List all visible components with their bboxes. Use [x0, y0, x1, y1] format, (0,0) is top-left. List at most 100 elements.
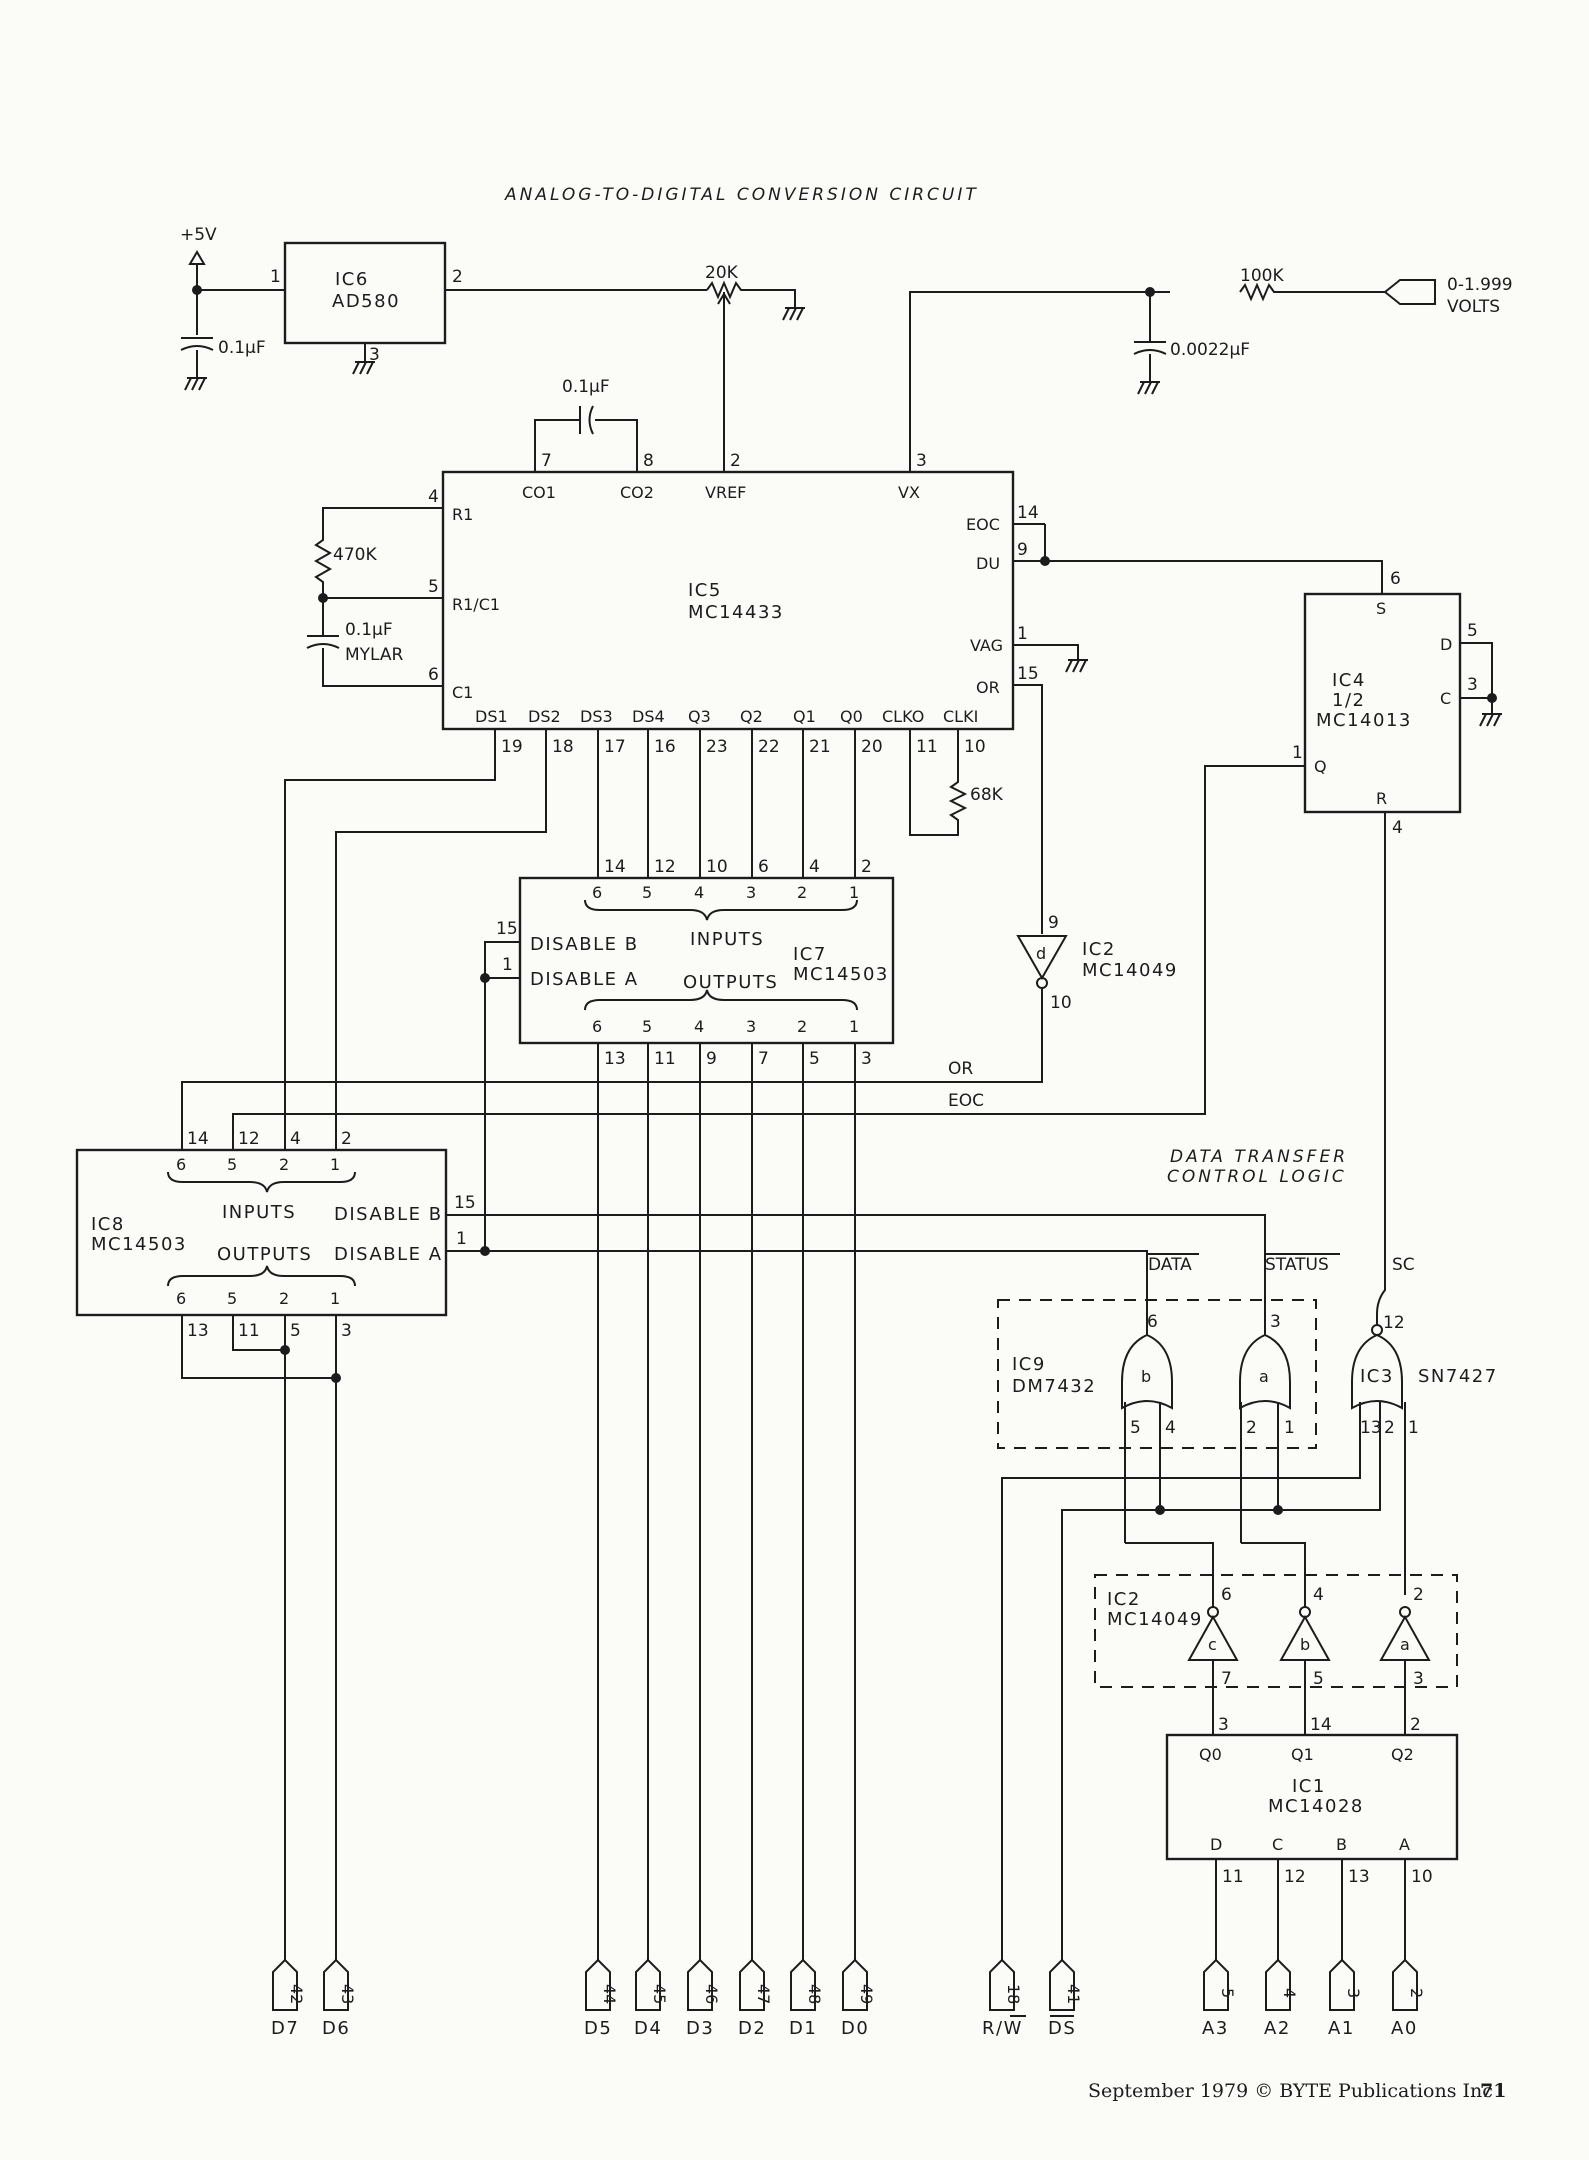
ic5-pin-number: 19 [501, 737, 523, 757]
ic5-top-label: CO1 [522, 483, 556, 502]
resistor-100k [1239, 282, 1385, 302]
ic5-bottom-label: DS2 [528, 707, 561, 726]
ic5-right-label: VAG [970, 636, 1003, 655]
edge-connector-icon [842, 1958, 868, 2011]
ic8-input-number: 5 [227, 1155, 237, 1174]
svg-text:b: b [1141, 1367, 1151, 1386]
svg-text:4: 4 [1392, 818, 1403, 838]
pin-label: 12 [654, 857, 676, 877]
pin-label: 7 [758, 1049, 769, 1069]
ic5-pin-number: 10 [964, 737, 986, 757]
ic5-pin-number: 20 [861, 737, 883, 757]
pin-label: 3 [1218, 1715, 1229, 1735]
svg-text:IC7: IC7 [793, 944, 827, 965]
supply-capacitor [180, 337, 214, 378]
svg-text:DM7432: DM7432 [1012, 1376, 1096, 1397]
ic5-pin-number: 16 [654, 737, 676, 757]
svg-text:MC14028: MC14028 [1268, 1796, 1364, 1817]
ic5-left-label: R1/C1 [452, 595, 500, 614]
resistor-68k [909, 729, 968, 836]
ground-icon [1137, 381, 1160, 395]
svg-text:IC9: IC9 [1012, 1354, 1046, 1375]
svg-text:EOC: EOC [948, 1091, 984, 1111]
pot-20k [445, 280, 796, 308]
svg-text:IC8: IC8 [91, 1214, 125, 1235]
ic7-output-number: 6 [592, 1017, 602, 1036]
svg-text:2: 2 [1384, 1418, 1395, 1438]
pin-label: 3 [861, 1049, 872, 1069]
ic5-pin-number: 6 [428, 665, 439, 685]
ic5-right-label: EOC [966, 515, 1000, 534]
connector-pin: 3 [1344, 1988, 1363, 1998]
svg-text:2: 2 [452, 267, 463, 287]
input-connector-icon [1383, 279, 1436, 305]
pin-label: 2 [1410, 1715, 1421, 1735]
ic5-right-label: DU [976, 554, 1000, 573]
pin-label: 2 [1413, 1585, 1424, 1605]
svg-text:INPUTS: INPUTS [222, 1202, 296, 1223]
connector-pin: 48 [805, 1984, 824, 2004]
ic5-pin-number: 22 [758, 737, 780, 757]
svg-text:MC14049: MC14049 [1082, 960, 1178, 981]
ic5-pin-number: 3 [916, 451, 927, 471]
svg-text:1: 1 [1284, 1418, 1295, 1438]
connector-label: D4 [634, 2018, 662, 2039]
svg-text:15: 15 [454, 1193, 476, 1213]
connector-label: D1 [789, 2018, 817, 2039]
pin-label: 5 [1313, 1669, 1324, 1689]
pin-label: 2 [861, 857, 872, 877]
pin-label: 11 [1222, 1867, 1244, 1887]
ic5-pin-number: 15 [1017, 664, 1039, 684]
svg-text:13: 13 [1360, 1418, 1382, 1438]
edge-connector-icon [585, 1958, 611, 2011]
ic6-part: AD580 [332, 291, 400, 312]
pin-label: 5 [290, 1321, 301, 1341]
ic5-pin-number: 5 [428, 577, 439, 597]
svg-text:SN7427: SN7427 [1418, 1366, 1498, 1387]
svg-text:9: 9 [1048, 913, 1059, 933]
pin-label: 5 [809, 1049, 820, 1069]
ic7-input-number: 5 [642, 883, 652, 902]
ic1-output-label: Q2 [1391, 1745, 1414, 1764]
svg-text:1: 1 [1408, 1418, 1419, 1438]
ic5-right-label: OR [976, 678, 1000, 697]
ic5-box [441, 470, 1015, 731]
svg-text:3: 3 [369, 345, 380, 365]
inputs-brace [167, 1171, 356, 1193]
pin-label: 6 [1390, 569, 1401, 589]
svg-text:MC14049: MC14049 [1107, 1609, 1203, 1630]
ic5-pin-number: 2 [730, 451, 741, 471]
connector-label: D2 [738, 2018, 766, 2039]
ic8-output-number: 2 [279, 1289, 289, 1308]
edge-connector-icon [1203, 1958, 1229, 2011]
ic4-label: S [1376, 599, 1386, 618]
svg-text:5: 5 [1130, 1418, 1141, 1438]
ic7-input-number: 2 [797, 883, 807, 902]
svg-text:MYLAR: MYLAR [345, 645, 404, 665]
supply-arrow-icon [188, 250, 206, 265]
ic7-output-number: 4 [694, 1017, 704, 1036]
ic2-dashed-box [1094, 1574, 1458, 1688]
connector-pin: 43 [338, 1984, 357, 2004]
svg-text:0-1.999: 0-1.999 [1447, 275, 1513, 295]
connector-pin: 49 [857, 1984, 876, 2004]
svg-text:4: 4 [1165, 1418, 1176, 1438]
ic5-pin-number: 17 [604, 737, 626, 757]
inverter-icon [1016, 935, 1068, 981]
edge-connector-icon [635, 1958, 661, 2011]
ic1-input-label: C [1272, 1835, 1283, 1854]
connector-label: A3 [1202, 2018, 1229, 2039]
svg-text:INPUTS: INPUTS [690, 929, 764, 950]
svg-text:MC14503: MC14503 [793, 964, 889, 985]
svg-text:OR: OR [948, 1059, 973, 1079]
pin-label: 3 [341, 1321, 352, 1341]
svg-text:2: 2 [1246, 1418, 1257, 1438]
connector-pin: 46 [702, 1984, 721, 2004]
pin-label: 3 [1467, 675, 1478, 695]
ic5-pin-number: 23 [706, 737, 728, 757]
